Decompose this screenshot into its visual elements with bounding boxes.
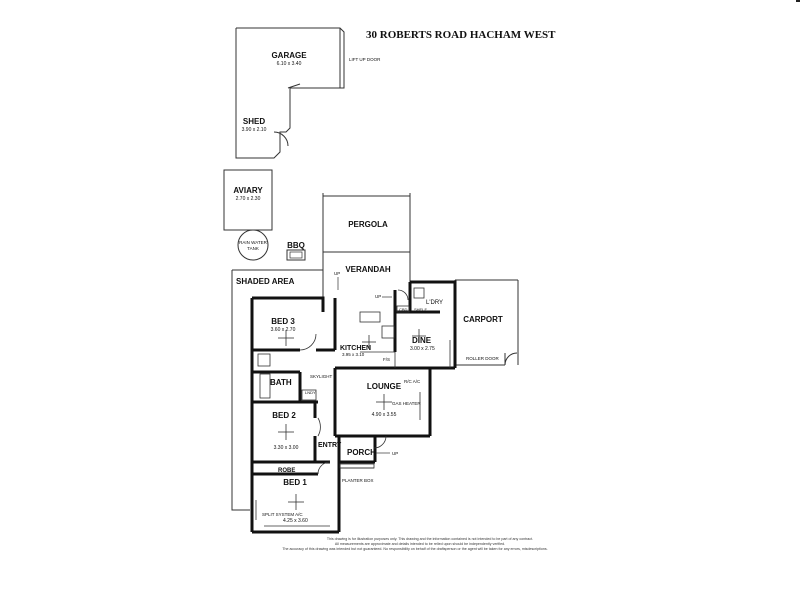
- rain-water-label-1: RAIN WATER: [239, 240, 267, 245]
- laundry-label: L'DRY: [426, 300, 443, 306]
- shaded-area-label: SHADED AREA: [236, 277, 295, 286]
- disclaimer-line-2: All measurements are approximate and det…: [335, 542, 505, 546]
- roller-door-label: ROLLER DOOR: [466, 356, 500, 361]
- porch-label: PORCH: [347, 448, 376, 457]
- rain-water-label-2: TANK: [247, 246, 259, 251]
- bed3-dims: 3.60 x 2.70: [271, 327, 296, 333]
- lounge-dims: 4.90 x 3.55: [372, 412, 397, 418]
- bed1-label: BED 1: [283, 478, 307, 487]
- planter-box-label: PLANTER BOX: [342, 478, 374, 483]
- split-system-label: SPLIT SYSTEM A/C: [262, 512, 303, 517]
- fs-label: F/S: [383, 357, 390, 362]
- robe-label: ROBE: [278, 468, 295, 474]
- gas-heater-label: GAS HEATER: [392, 401, 421, 406]
- up-label-verandah: UP: [334, 271, 340, 276]
- aviary-outline: [223, 169, 273, 231]
- kitchen-label: KITCHEN: [340, 345, 371, 352]
- garage-shed-outline: [235, 27, 345, 159]
- lift-up-door-label: LIFT UP DOOR: [349, 57, 381, 62]
- bed1-dims: 4.25 x 3.60: [283, 518, 308, 524]
- rc-ac-label: R/C A/C: [404, 379, 421, 384]
- bbq-label: BBQ: [287, 241, 305, 250]
- shed-dims: 3.90 x 2.10: [242, 127, 267, 133]
- pergola-outline: [322, 193, 411, 253]
- kitchen-dims: 3.95 x 3.10: [342, 352, 365, 357]
- aviary-label: AVIARY: [233, 186, 263, 195]
- plan-details: [255, 287, 451, 527]
- corner-mark: [796, 0, 800, 2]
- bbq-grill: [289, 251, 303, 259]
- lndry-label: LNDY: [305, 390, 316, 395]
- up-label-porch: UP: [392, 451, 398, 456]
- disclaimer-line-1: This drawing is for illustration purpose…: [327, 537, 533, 541]
- bath-label: BATH: [270, 378, 292, 387]
- light-fixtures: [278, 329, 426, 510]
- carport-label: CARPORT: [463, 315, 503, 324]
- garage-dims: 6.10 x 3.40: [277, 61, 302, 67]
- entry-label: ENTRY: [318, 442, 342, 449]
- garage-label: GARAGE: [271, 51, 307, 60]
- house-walls: [250, 280, 457, 534]
- disclaimer-line-3: The accuracy of this drawing was intende…: [282, 547, 547, 551]
- dine-label: DINE: [412, 336, 432, 345]
- dine-dims: 3.00 x 2.75: [410, 346, 435, 352]
- bed2-dims: 3.30 x 3.00: [274, 445, 299, 451]
- up-label-rear: UP: [375, 294, 381, 299]
- shed-label: SHED: [243, 117, 265, 126]
- lounge-label: LOUNGE: [367, 382, 402, 391]
- bed3-label: BED 3: [271, 317, 295, 326]
- verandah-label: VERANDAH: [345, 265, 391, 274]
- aviary-dims: 2.70 x 2.30: [236, 196, 261, 202]
- bbq-outline: [286, 249, 306, 261]
- shelf-label: SHELF: [414, 307, 427, 312]
- skylight-label: SKYLIGHT: [310, 374, 333, 379]
- plan-title: 30 ROBERTS ROAD HACHAM WEST: [366, 29, 556, 41]
- cbd-label: CBD: [399, 307, 408, 312]
- shaded-area-outline: [231, 270, 250, 511]
- verandah-outline: [322, 252, 411, 298]
- bed2-label: BED 2: [272, 411, 296, 420]
- rain-water-tank-outline: [237, 229, 269, 261]
- pergola-label: PERGOLA: [348, 220, 388, 229]
